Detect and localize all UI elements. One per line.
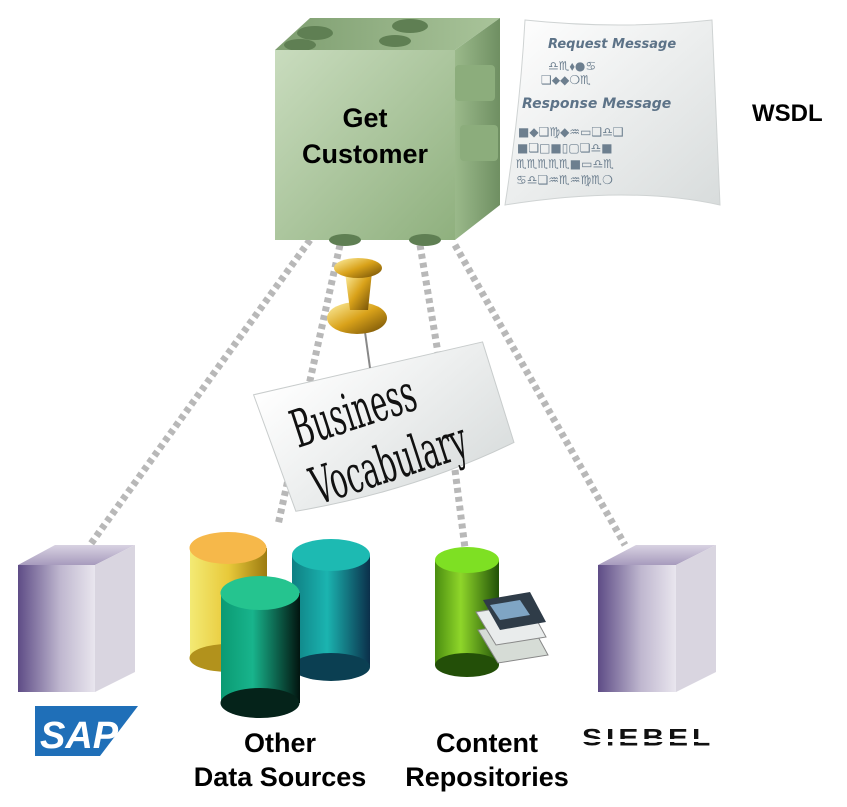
connector-siebel	[451, 243, 629, 547]
response-symbols-2: ■❏□■▯▢❏♎■	[517, 141, 613, 155]
response-symbols-1: ■◆❑♍◆♒▭❑♎❑	[518, 125, 624, 139]
sap-server	[18, 545, 135, 692]
service-cube	[275, 18, 500, 246]
connector-content-lower	[451, 469, 469, 549]
connector-content-upper	[416, 244, 444, 366]
response-symbols-3: ♏♏♏♏♏■▭♎♏	[516, 157, 614, 171]
request-symbols-2: ❑⬥◆❍♏	[541, 73, 591, 87]
svg-text:SAP: SAP	[40, 715, 119, 757]
vocabulary-note: Business Vocabulary	[252, 258, 515, 517]
wsdl-document: Request Message Response Message ♎♏⬧●♋ ❑…	[504, 19, 721, 206]
push-pin-icon	[327, 258, 387, 369]
svg-text:SIEBEL: SIEBEL	[582, 724, 714, 751]
response-message-title: Response Message	[522, 96, 671, 112]
service-title-line-1: Get	[342, 103, 388, 133]
other-data-sources-line-1: Other	[243, 728, 316, 758]
response-symbols-4: ♋♎❏♒♏♒♍♏❍	[516, 173, 613, 187]
request-message-title: Request Message	[548, 37, 676, 52]
sap-logo: SAP	[35, 706, 138, 757]
content-repositories-line-2: Repositories	[405, 762, 569, 792]
photo-stack-icon	[475, 592, 549, 664]
service-title-line-2: Customer	[301, 139, 429, 169]
request-symbols-1: ♎♏⬧●♋	[548, 59, 596, 73]
wsdl-label: WSDL	[752, 100, 823, 127]
other-data-sources-line-2: Data Sources	[193, 762, 367, 792]
content-repositories-line-1: Content	[436, 728, 538, 758]
siebel-server	[598, 545, 716, 692]
other-data-sources-label: Other Data Sources	[180, 726, 380, 794]
content-repository	[435, 547, 549, 677]
service-title: Get Customer	[270, 100, 460, 172]
siebel-logo: SIEBEL	[582, 724, 760, 751]
data-source-cylinders	[189, 532, 370, 718]
content-repositories-label: Content Repositories	[392, 726, 582, 794]
